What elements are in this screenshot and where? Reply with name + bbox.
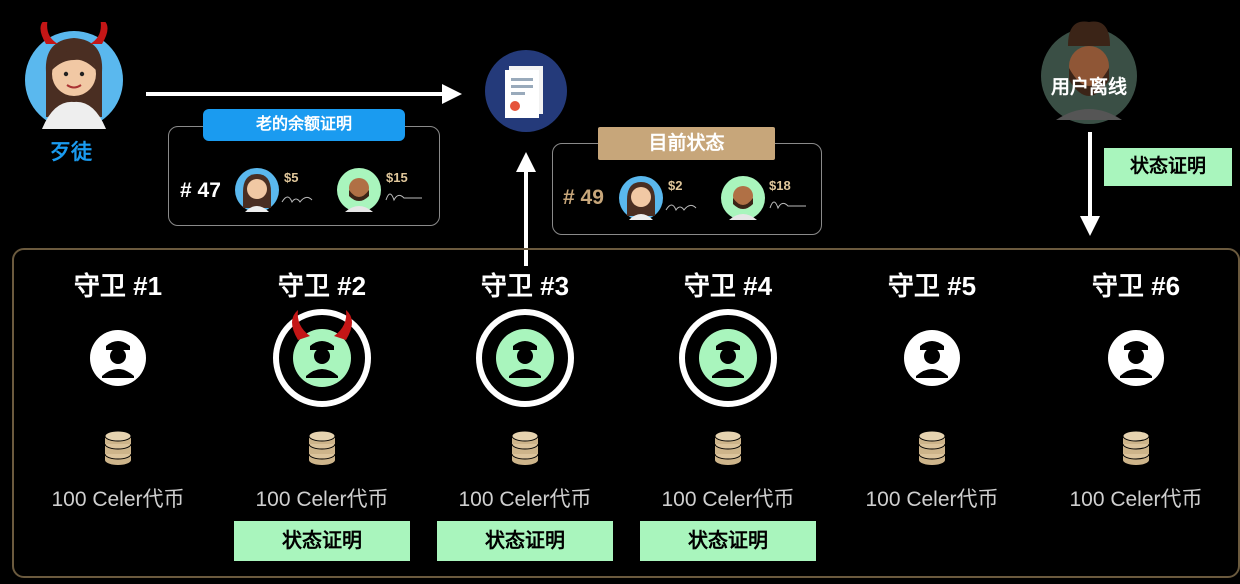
old-seq: # 47 xyxy=(180,179,221,202)
villain-avatar xyxy=(24,18,124,137)
current-bob-amount: $18 xyxy=(769,178,791,193)
user-proof-label: 状态证明 xyxy=(1104,148,1232,186)
coin-stack-icon xyxy=(918,430,946,471)
arrow-up xyxy=(516,152,536,266)
guard-title: 守卫 #1 xyxy=(73,271,163,301)
guard-icon xyxy=(882,308,982,413)
coin-stack-icon xyxy=(714,430,742,471)
current-alice-amount: $2 xyxy=(668,178,683,193)
guard-icon xyxy=(68,308,168,413)
guards-panel xyxy=(12,248,1240,578)
bob-avatar xyxy=(337,168,381,212)
old-proof-card xyxy=(168,126,440,226)
coin-stack-icon xyxy=(104,430,132,471)
state-proof-badge: 状态证明 xyxy=(640,521,816,561)
bob-avatar-current xyxy=(721,176,765,220)
guard-icon xyxy=(272,308,372,413)
villain-label: 歹徒 xyxy=(50,141,92,164)
guard-tokens: 100 Celer代币 xyxy=(661,488,795,511)
user-avatar xyxy=(1040,16,1138,129)
coin-stack-icon xyxy=(511,430,539,471)
guard-tokens: 100 Celer代币 xyxy=(255,488,389,511)
coin-stack-icon xyxy=(1122,430,1150,471)
guard-title: 守卫 #5 xyxy=(887,271,977,301)
alice-avatar xyxy=(235,168,279,212)
bob-signature-current xyxy=(769,201,806,210)
guard-icon xyxy=(475,308,575,413)
current-seq: # 49 xyxy=(563,186,604,209)
guard-title: 守卫 #6 xyxy=(1091,271,1181,301)
guard-icon xyxy=(678,308,778,413)
old-proof-label: 老的余额证明 xyxy=(203,109,405,141)
guard-tokens: 100 Celer代币 xyxy=(51,488,185,511)
state-proof-badge: 状态证明 xyxy=(437,521,613,561)
guard-icon xyxy=(1086,308,1186,413)
alice-avatar-current xyxy=(619,176,663,220)
user-offline-label: 用户离线 xyxy=(1050,77,1127,98)
coin-stack-icon xyxy=(308,430,336,471)
guard-title: 守卫 #2 xyxy=(277,271,367,301)
guard-tokens: 100 Celer代币 xyxy=(1069,488,1203,511)
arrow-right xyxy=(146,84,462,104)
alice-signature-current xyxy=(665,204,697,212)
alice-signature xyxy=(281,196,313,204)
old-bob-amount: $15 xyxy=(386,170,408,185)
old-alice-amount: $5 xyxy=(284,170,299,185)
current-state-label: 目前状态 xyxy=(598,127,775,160)
guard-tokens: 100 Celer代币 xyxy=(458,488,592,511)
guard-title: 守卫 #3 xyxy=(480,271,570,301)
bob-signature xyxy=(385,193,422,202)
guard-title: 守卫 #4 xyxy=(683,271,773,301)
state-proof-badge: 状态证明 xyxy=(234,521,410,561)
guard-tokens: 100 Celer代币 xyxy=(865,488,999,511)
arrow-down xyxy=(1080,132,1100,236)
document-icon xyxy=(485,50,567,137)
